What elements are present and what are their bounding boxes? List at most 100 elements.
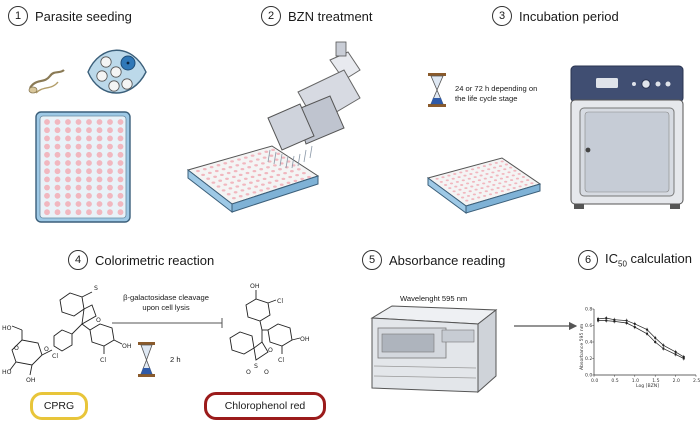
well — [518, 185, 522, 188]
well — [117, 176, 124, 183]
well — [457, 176, 461, 179]
well — [517, 172, 521, 175]
well — [107, 176, 113, 183]
step-label: Absorbance reading — [389, 252, 506, 268]
reaction-time: 2 h — [170, 355, 181, 364]
chlorophenol-red-structure — [229, 290, 301, 361]
well — [461, 179, 465, 182]
well — [478, 191, 482, 194]
plate-96-well-perspective-icon — [186, 145, 320, 214]
well — [107, 135, 113, 142]
well — [86, 119, 92, 125]
step-label: Incubation period — [519, 8, 619, 24]
well — [485, 172, 489, 175]
well — [498, 165, 503, 168]
well — [307, 175, 311, 179]
well — [288, 175, 293, 179]
well — [455, 180, 459, 183]
well — [513, 169, 517, 172]
svg-text:Cl: Cl — [100, 357, 106, 364]
well — [44, 209, 50, 216]
well — [515, 177, 520, 180]
well — [453, 173, 457, 175]
wavelength-label: Wavelenght 595 nm — [400, 294, 468, 303]
well — [451, 177, 455, 180]
well — [225, 177, 229, 180]
well — [441, 176, 445, 179]
well — [107, 192, 113, 199]
well — [235, 185, 240, 188]
well — [86, 151, 92, 158]
series-line-1 — [598, 317, 684, 358]
well — [489, 176, 493, 179]
well — [504, 163, 508, 166]
well — [511, 174, 515, 177]
y-tick-label: 0.2 — [585, 356, 592, 362]
cprg-label: CPRG — [30, 392, 88, 420]
well — [75, 160, 82, 166]
well — [117, 192, 124, 199]
well — [65, 119, 71, 125]
well — [514, 182, 518, 185]
well — [284, 166, 289, 169]
well — [290, 170, 294, 173]
well — [75, 119, 82, 125]
cprg-atom-labels: HO HO OH O O S O Cl Cl OH — [2, 285, 132, 384]
well — [471, 180, 476, 183]
well — [44, 160, 50, 166]
well — [96, 135, 103, 142]
well — [65, 176, 71, 183]
well — [449, 182, 454, 185]
well — [75, 176, 82, 183]
well — [54, 201, 61, 207]
svg-text:Cl: Cl — [52, 353, 58, 360]
well — [526, 179, 530, 182]
well — [86, 127, 92, 134]
well — [96, 184, 103, 191]
well — [75, 127, 82, 134]
x-axis-label: Log [BZN] — [636, 383, 659, 389]
well — [524, 183, 528, 186]
well — [250, 154, 255, 157]
well — [463, 174, 467, 177]
well — [75, 135, 82, 142]
step-label: Colorimetric reaction — [95, 252, 215, 268]
well — [530, 182, 534, 185]
well — [266, 166, 270, 169]
well — [44, 184, 50, 191]
well — [273, 164, 277, 167]
well — [267, 181, 272, 184]
well — [208, 171, 212, 175]
step-number: 4 — [68, 250, 88, 270]
well — [273, 185, 277, 188]
hourglass-icon — [428, 73, 446, 107]
well — [254, 164, 258, 167]
well — [276, 173, 281, 177]
well — [44, 151, 50, 158]
well — [477, 179, 481, 182]
well — [65, 184, 71, 191]
well — [247, 187, 252, 190]
well — [254, 185, 258, 188]
well — [238, 195, 243, 198]
well — [283, 171, 287, 175]
well — [86, 143, 92, 150]
well — [54, 135, 61, 142]
reaction-note: β-galactosidase cleavage upon cell lysis — [123, 293, 209, 312]
y-axis-label: Absorbance 595 nm — [579, 323, 585, 370]
series-line-2 — [598, 320, 684, 359]
well — [233, 169, 238, 173]
well — [216, 164, 221, 167]
well — [281, 177, 286, 181]
well — [54, 209, 61, 216]
well — [498, 182, 502, 185]
well — [75, 209, 82, 216]
well — [507, 171, 511, 174]
well — [483, 194, 487, 197]
well — [501, 172, 505, 175]
well — [65, 201, 71, 207]
well — [65, 160, 71, 166]
y-tick-label: 0.8 — [585, 307, 592, 313]
well — [117, 135, 124, 142]
well — [54, 127, 61, 134]
